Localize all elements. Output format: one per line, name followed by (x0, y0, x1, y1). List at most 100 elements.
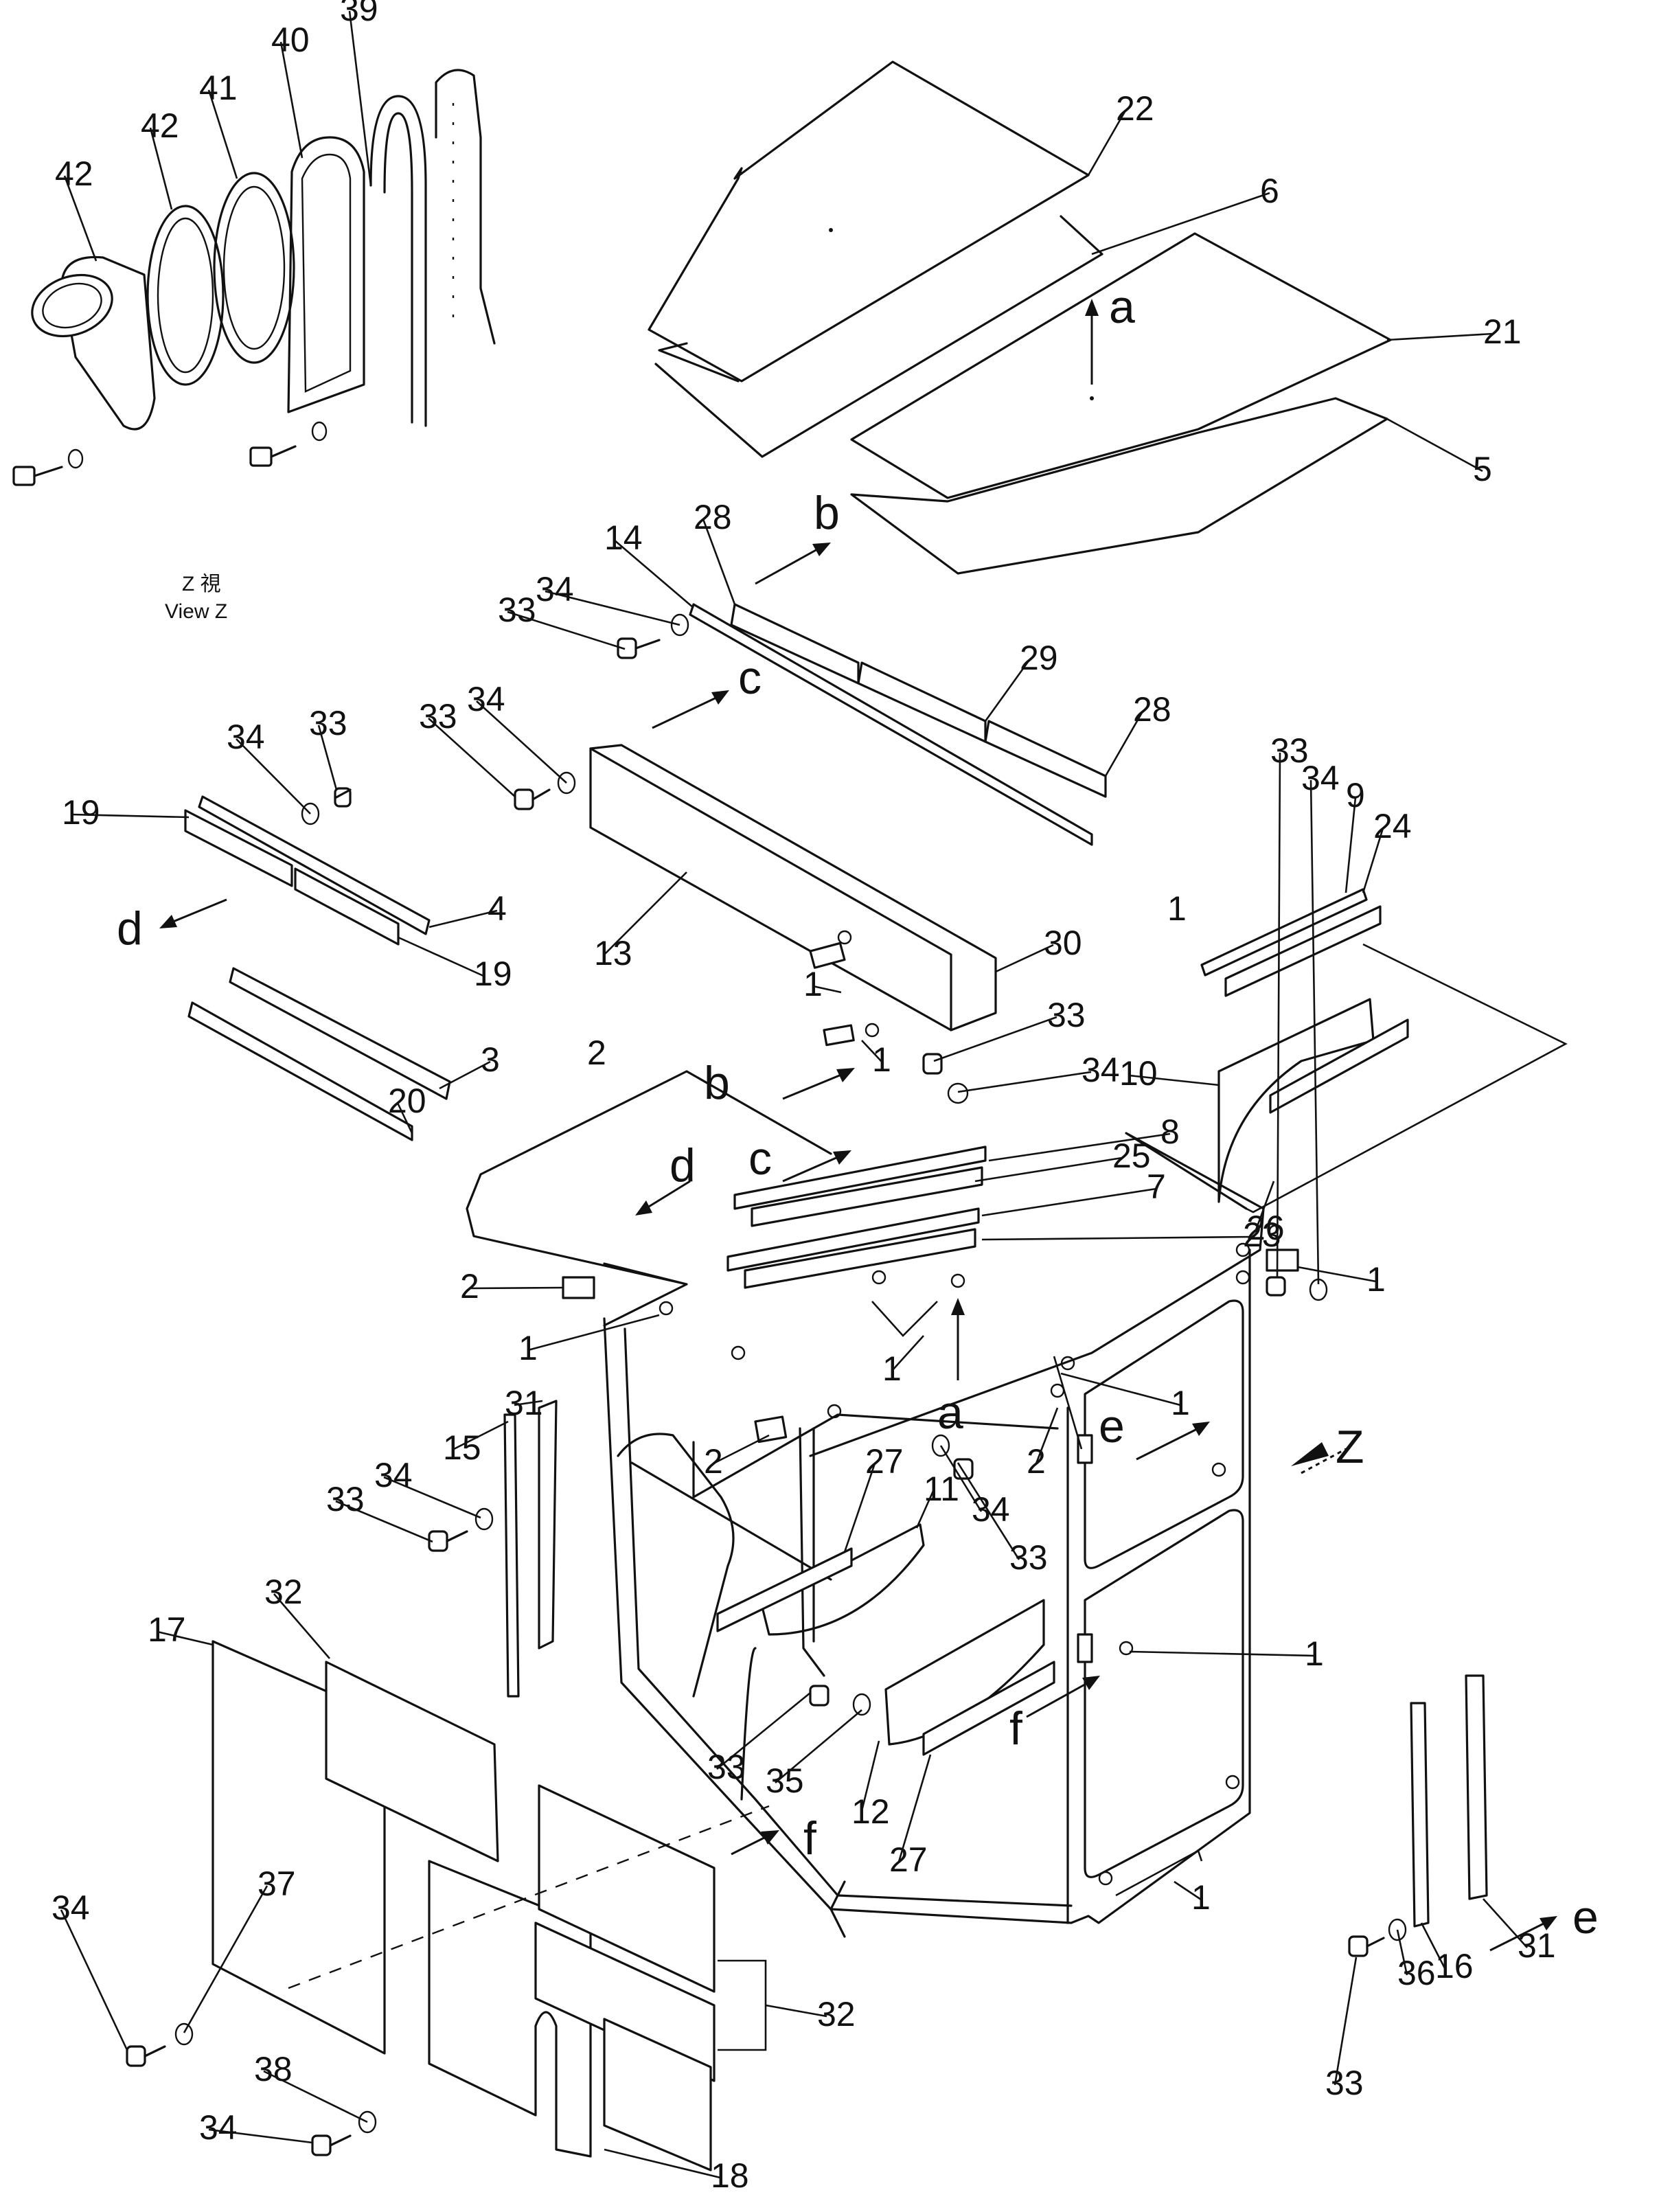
part-29-block (857, 661, 987, 743)
part-3-strip (229, 967, 451, 1100)
leader-line-36 (974, 1156, 1123, 1183)
view-letter-f-10: f (1009, 1702, 1022, 1755)
leader-line-6 (1129, 1650, 1315, 1657)
callout-2-10: 2 (460, 1267, 479, 1305)
view-letter-c-5: c (748, 1132, 772, 1185)
part-14-strip (689, 603, 1093, 846)
part-5-panel (850, 397, 1388, 575)
leader-line-15 (1386, 418, 1483, 472)
part-20-strip (187, 1001, 413, 1141)
bolt-33-j (311, 2110, 377, 2156)
view-letter-b-2: b (814, 487, 840, 539)
callout-25-36: 25 (1112, 1137, 1151, 1175)
callout-34-64: 34 (374, 1456, 413, 1494)
callout-6-16: 6 (1260, 172, 1279, 210)
leader-line-58 (208, 2128, 313, 2144)
bolt-33-f (428, 1507, 494, 1552)
part-39-duct (60, 255, 156, 431)
leader-line-66 (775, 1709, 862, 1783)
leader-line-2 (527, 1314, 660, 1352)
bolt-40 (12, 448, 84, 486)
callout-23-34: 23 (1243, 1216, 1281, 1254)
callout-2-11: 2 (704, 1442, 723, 1481)
callout-3-13: 3 (481, 1040, 500, 1079)
bolt-33-i (126, 2022, 194, 2067)
leader-line-67 (1396, 1929, 1408, 1976)
view-z-group: Z 視 View Z (12, 69, 496, 623)
callout-39-70: 39 (340, 0, 378, 28)
leader-line-1 (861, 1040, 882, 1062)
part-13-channel (589, 747, 952, 1031)
leader-line-44 (514, 1400, 543, 1406)
callout-4-14: 4 (488, 889, 507, 928)
part-38-ring (146, 205, 225, 386)
callout-33-53: 33 (326, 1480, 365, 1518)
view-letter-a-0: a (1109, 281, 1135, 333)
callout-42-73: 42 (141, 106, 179, 145)
callout-1-0: 1 (803, 965, 823, 1003)
cab-roof-left (466, 1070, 832, 1327)
leader-line-63 (957, 1071, 1092, 1093)
hinge-clips-group (562, 942, 1299, 1663)
cab-right-window-lower (1084, 1509, 1244, 1878)
leader-line-0 (812, 985, 842, 994)
part-31b-strip (1465, 1674, 1488, 1900)
vertical-strips-group (503, 1400, 1488, 1928)
leader-line-59 (545, 590, 680, 626)
part-31-strip (538, 1400, 558, 1650)
callout-1-1: 1 (872, 1040, 891, 1079)
callout-33-56: 33 (1325, 2064, 1364, 2102)
part-21-panel (850, 232, 1392, 499)
leader-line-46 (273, 1593, 330, 1659)
leader-line-51 (1276, 752, 1281, 1278)
leader-line-27 (157, 1630, 214, 1646)
callout-33-49: 33 (419, 697, 457, 736)
leader-line-56 (1334, 1957, 1358, 2086)
callout-42-74: 42 (55, 155, 93, 193)
callout-30-43: 30 (1044, 924, 1082, 962)
nuts-group (659, 930, 1250, 1886)
cab-roof-right (809, 1132, 1265, 1457)
callout-15-25: 15 (443, 1428, 481, 1467)
hardware-group (126, 613, 1407, 2156)
callout-40-71: 40 (271, 21, 310, 59)
view-z-caption-jp: Z 視 (182, 573, 221, 595)
callout-2-9: 2 (587, 1034, 606, 1072)
bolt-33-a (617, 613, 689, 659)
bolt-33-k (1348, 1918, 1407, 1957)
callout-27-39: 27 (889, 1840, 928, 1879)
part-19b-block (294, 867, 400, 946)
callout-8-18: 8 (1160, 1113, 1180, 1151)
bolt-33-e (922, 1053, 969, 1104)
part-32-panel (325, 1661, 499, 1862)
leader-line-70 (348, 10, 372, 186)
callout-20-31: 20 (388, 1082, 426, 1120)
callout-34-62: 34 (1301, 759, 1340, 797)
view-z-caption-en: View Z (165, 600, 227, 623)
view-letter-f-11: f (803, 1812, 816, 1865)
callout-5-15: 5 (1473, 450, 1492, 488)
part-32d-panel (538, 1784, 716, 1993)
callout-34-58: 34 (199, 2108, 238, 2147)
part-15-strip (503, 1413, 520, 1698)
leader-line-24 (613, 539, 694, 608)
callout-33-52: 33 (1047, 996, 1086, 1034)
leader-line-65 (939, 1445, 983, 1512)
cab-frame-group (466, 1070, 1265, 1938)
leader-line-18 (988, 1132, 1171, 1162)
leader-line-32 (1386, 332, 1494, 341)
bolt-33-d (1266, 1276, 1328, 1301)
part-32c-panel (603, 2018, 712, 2171)
view-letter-e-9: e (1572, 1891, 1599, 1943)
part-9-strip (1200, 888, 1368, 977)
part-6-panel (654, 215, 1103, 458)
callout-1-7: 1 (1191, 1878, 1211, 1917)
bolt-41 (249, 421, 328, 467)
leader-line-72 (207, 89, 238, 179)
view-letter-d-6: d (117, 902, 143, 955)
part-35-gasket (369, 95, 427, 427)
callout-34-61: 34 (227, 718, 265, 756)
view-letter-d-7: d (670, 1139, 696, 1191)
